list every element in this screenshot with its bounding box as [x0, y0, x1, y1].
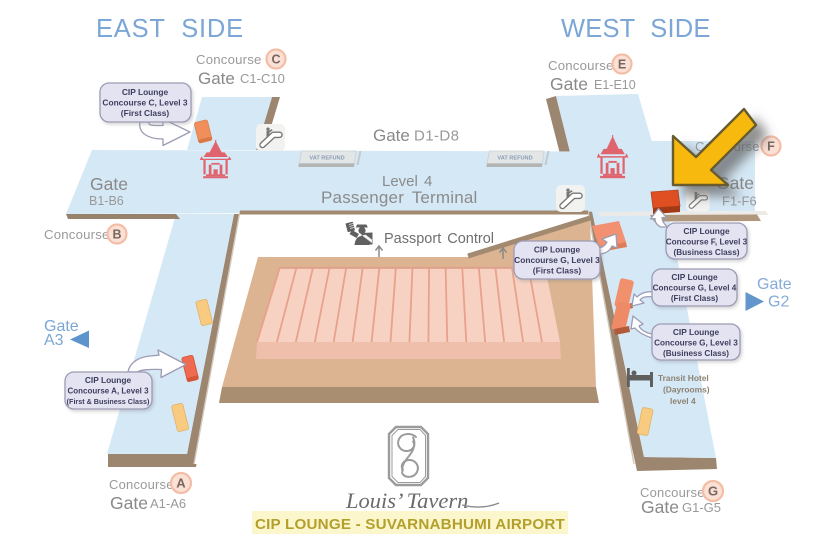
- svg-text:G: G: [708, 484, 718, 499]
- svg-text:Concourse G, Level 3: Concourse G, Level 3: [654, 339, 738, 348]
- svg-text:(First Class): (First Class): [671, 294, 719, 303]
- svg-text:A: A: [176, 476, 186, 491]
- svg-text:Concourse: Concourse: [44, 227, 110, 242]
- svg-text:WEST SIDE: WEST SIDE: [561, 15, 711, 43]
- svg-text:Louis’ Tavern: Louis’ Tavern: [345, 488, 468, 513]
- svg-text:Passport Control: Passport Control: [384, 231, 494, 247]
- svg-text:CIP Lounge: CIP Lounge: [683, 226, 730, 236]
- svg-text:F1-F6: F1-F6: [722, 194, 757, 209]
- svg-text:E: E: [618, 58, 626, 72]
- svg-text:Concourse C, Level 3: Concourse C, Level 3: [102, 98, 188, 108]
- svg-text:Gate: Gate: [716, 173, 754, 193]
- svg-text:Concourse: Concourse: [548, 58, 614, 73]
- svg-text:CIP Lounge: CIP Lounge: [534, 245, 581, 255]
- svg-text:Gate: Gate: [198, 69, 235, 88]
- svg-text:(Business Class): (Business Class): [674, 248, 740, 257]
- svg-text:Concourse F, Level 3: Concourse F, Level 3: [666, 238, 748, 247]
- svg-text:(First Class): (First Class): [533, 266, 582, 276]
- svg-text:Level 4: Level 4: [382, 173, 432, 190]
- svg-text:B1-B6: B1-B6: [89, 194, 124, 208]
- svg-text:CIP LOUNGE - SUVARNABHUMI AIRP: CIP LOUNGE - SUVARNABHUMI AIRPORT: [255, 516, 566, 533]
- svg-text:Concourse: Concourse: [196, 52, 262, 67]
- svg-text:(First Class): (First Class): [121, 108, 170, 118]
- svg-text:C: C: [271, 53, 280, 67]
- svg-text:Gate: Gate: [110, 493, 148, 513]
- svg-text:A1-A6: A1-A6: [150, 496, 186, 511]
- svg-text:level 4: level 4: [670, 396, 696, 406]
- svg-text:(First & Business Class): (First & Business Class): [67, 397, 150, 406]
- svg-text:Concourse G, Level 3: Concourse G, Level 3: [514, 255, 600, 265]
- svg-text:Passenger Terminal: Passenger Terminal: [321, 188, 478, 207]
- svg-text:CIP Lounge: CIP Lounge: [671, 272, 718, 282]
- svg-text:D1-D8: D1-D8: [414, 128, 459, 145]
- svg-text:F: F: [767, 140, 775, 154]
- svg-text:B: B: [112, 228, 121, 242]
- svg-text:G1-G5: G1-G5: [682, 500, 721, 515]
- svg-text:EAST SIDE: EAST SIDE: [96, 15, 244, 43]
- svg-text:Gate: Gate: [757, 276, 792, 293]
- svg-text:(Business Class): (Business Class): [663, 349, 729, 358]
- svg-text:CIP Lounge: CIP Lounge: [85, 375, 132, 385]
- svg-text:Gate: Gate: [641, 497, 679, 517]
- svg-text:G2: G2: [768, 294, 789, 311]
- svg-text:Gate: Gate: [90, 174, 128, 194]
- svg-text:(Dayrooms): (Dayrooms): [663, 385, 710, 395]
- svg-text:CIP Lounge: CIP Lounge: [122, 87, 169, 97]
- svg-text:CIP Lounge: CIP Lounge: [673, 327, 720, 337]
- svg-text:Concourse: Concourse: [109, 477, 174, 492]
- svg-text:Gate: Gate: [550, 74, 588, 94]
- svg-text:Gate: Gate: [373, 126, 410, 145]
- svg-text:Gate: Gate: [44, 318, 79, 335]
- svg-text:Concourse: Concourse: [640, 485, 705, 500]
- svg-text:E1-E10: E1-E10: [594, 78, 636, 92]
- svg-text:A3: A3: [44, 332, 64, 349]
- svg-text:Concourse A, Level 3: Concourse A, Level 3: [67, 387, 149, 396]
- svg-text:Transit Hotel: Transit Hotel: [658, 373, 709, 383]
- svg-text:Concourse G, Level 4: Concourse G, Level 4: [653, 284, 737, 293]
- svg-text:C1-C10: C1-C10: [240, 71, 285, 86]
